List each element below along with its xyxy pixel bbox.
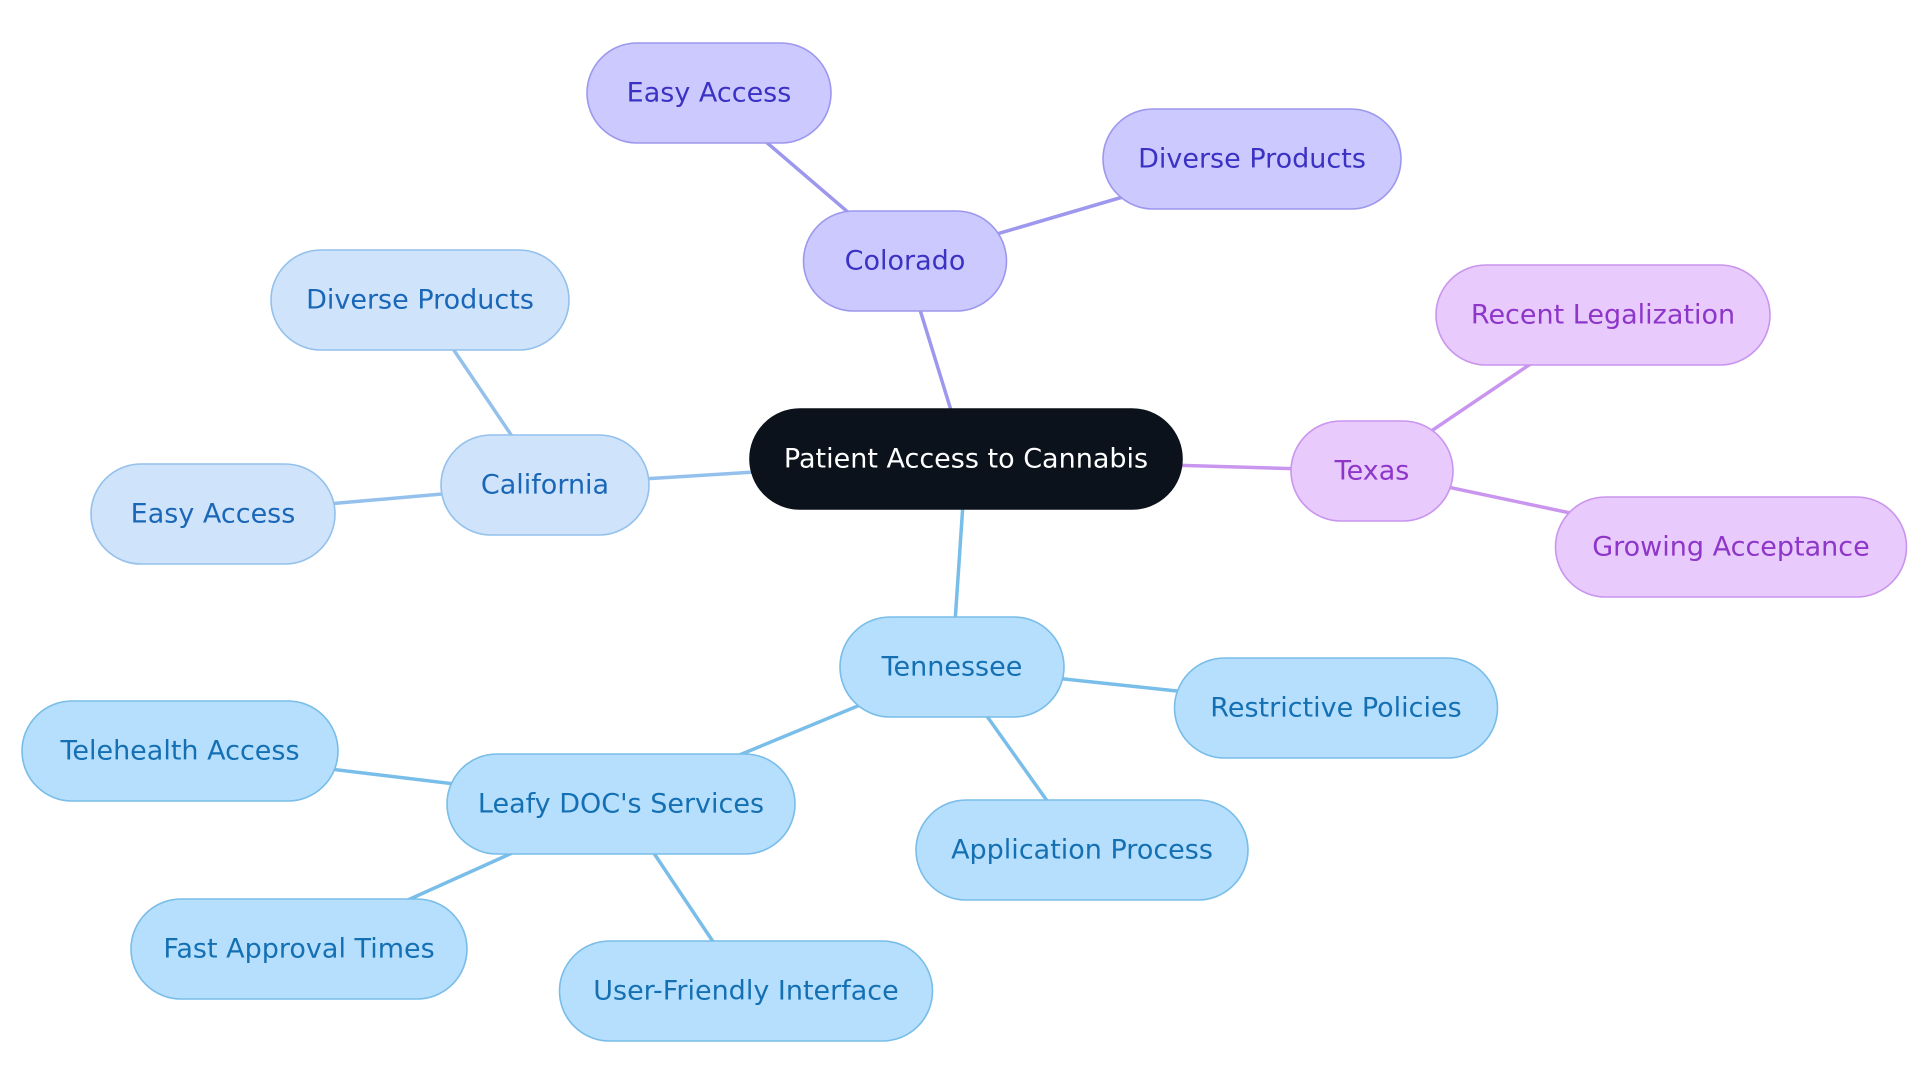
node-label-colorado-easy-access: Easy Access [627,78,792,109]
node-root: Patient Access to Cannabis [749,408,1183,510]
node-box-leafy-telehealth-access [21,700,339,802]
node-colorado-easy-access: Easy Access [586,42,832,144]
node-label-texas-growing-acceptance: Growing Acceptance [1592,532,1870,563]
node-box-colorado [802,210,1008,312]
node-label-leafy-user-friendly-interface: User-Friendly Interface [593,976,899,1007]
node-label-texas: Texas [1334,456,1410,487]
node-box-tennessee-restrictive-policies [1173,657,1499,759]
node-leafy-telehealth-access: Telehealth Access [21,700,339,802]
node-label-california-diverse-products: Diverse Products [306,285,534,316]
node-box-texas [1290,420,1454,522]
node-box-texas-recent-legalization [1435,264,1771,366]
node-tennessee: Tennessee [839,616,1065,718]
node-label-texas-recent-legalization: Recent Legalization [1471,300,1735,331]
node-texas-recent-legalization: Recent Legalization [1435,264,1771,366]
node-label-colorado-diverse-products: Diverse Products [1138,144,1366,175]
node-colorado: Colorado [802,210,1008,312]
node-leafy-user-friendly-interface: User-Friendly Interface [558,940,934,1042]
node-box-colorado-diverse-products [1102,108,1402,210]
node-box-tennessee-application-process [915,799,1249,901]
node-box-tennessee [839,616,1065,718]
node-california: California [440,434,650,536]
node-box-leafy-user-friendly-interface [558,940,934,1042]
node-box-leafy-doc-services [446,753,796,855]
node-box-colorado-easy-access [586,42,832,144]
node-texas: Texas [1290,420,1454,522]
node-california-diverse-products: Diverse Products [270,249,570,351]
node-box-root [749,408,1183,510]
node-label-tennessee-application-process: Application Process [951,835,1213,866]
node-texas-growing-acceptance: Growing Acceptance [1554,496,1908,598]
node-california-easy-access: Easy Access [90,463,336,565]
node-label-california: California [481,470,609,501]
node-label-leafy-doc-services: Leafy DOC's Services [478,789,764,820]
node-label-tennessee: Tennessee [881,652,1023,683]
node-label-tennessee-restrictive-policies: Restrictive Policies [1210,693,1461,724]
node-leafy-fast-approval-times: Fast Approval Times [130,898,468,1000]
node-box-california-diverse-products [270,249,570,351]
node-leafy-doc-services: Leafy DOC's Services [446,753,796,855]
node-tennessee-application-process: Application Process [915,799,1249,901]
node-box-california-easy-access [90,463,336,565]
node-label-root: Patient Access to Cannabis [784,444,1148,475]
node-label-leafy-telehealth-access: Telehealth Access [59,736,299,767]
node-tennessee-restrictive-policies: Restrictive Policies [1173,657,1499,759]
node-box-texas-growing-acceptance [1554,496,1908,598]
node-colorado-diverse-products: Diverse Products [1102,108,1402,210]
node-box-california [440,434,650,536]
node-label-colorado: Colorado [845,246,966,277]
node-box-leafy-fast-approval-times [130,898,468,1000]
node-label-leafy-fast-approval-times: Fast Approval Times [163,934,434,965]
node-label-california-easy-access: Easy Access [131,499,296,530]
